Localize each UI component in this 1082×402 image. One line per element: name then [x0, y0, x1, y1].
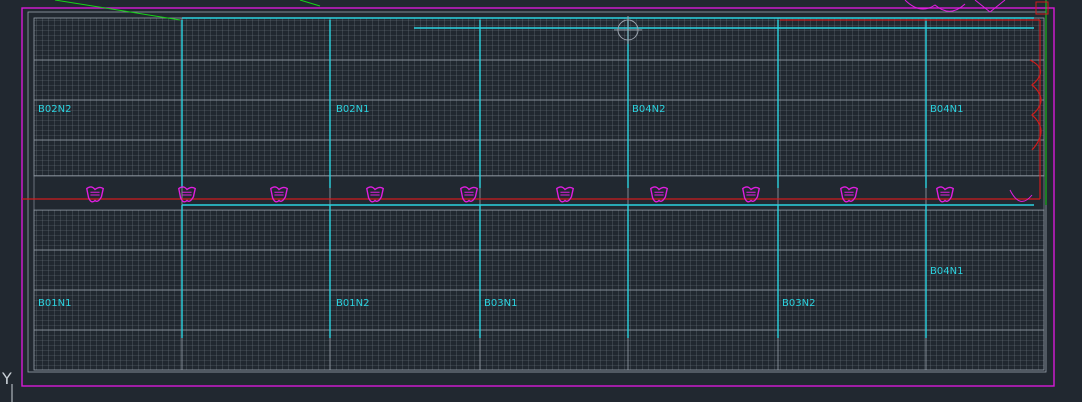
block-label-b03n1: B03N1	[484, 298, 517, 309]
trace-lines	[54, 0, 1047, 205]
block-label-b01n1: B01N1	[38, 298, 71, 309]
crosshair-icon[interactable]	[614, 16, 642, 44]
ucs-y-axis-marker: Y	[1, 369, 12, 388]
block-label-b02n2: B02N2	[38, 104, 71, 115]
block-label-b04n1-bottom: B04N1	[930, 266, 963, 277]
cable-runs	[181, 17, 1034, 338]
legend-cluster	[904, 0, 1049, 202]
block-label-b04n1-top: B04N1	[930, 104, 963, 115]
block-label-b04n2: B04N2	[632, 104, 665, 115]
block-label-b03n2: B03N2	[782, 298, 815, 309]
block-label-b01n2: B01N2	[336, 298, 369, 309]
site-boundary	[21, 7, 1055, 387]
north-array-block[interactable]	[33, 17, 1045, 177]
block-label-b02n1: B02N1	[336, 104, 369, 115]
